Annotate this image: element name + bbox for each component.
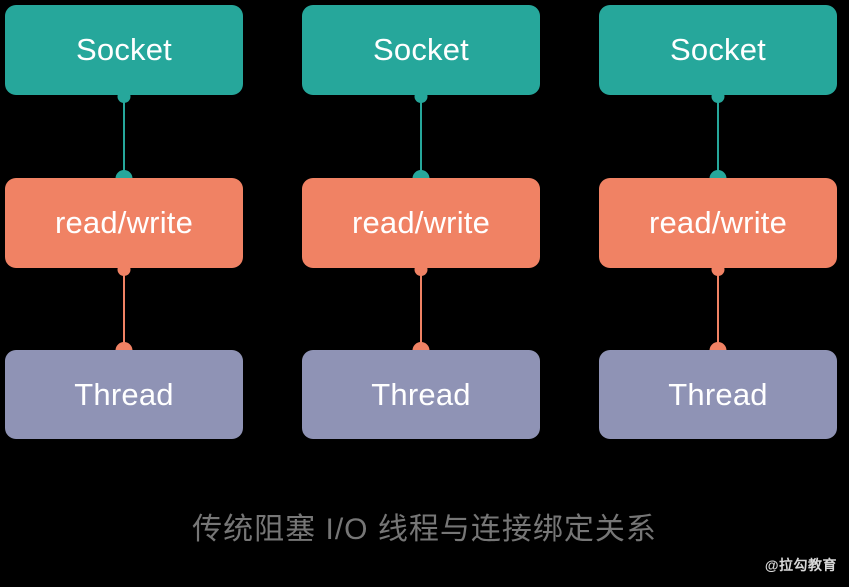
thread-node-1[interactable]: Thread [5, 350, 243, 439]
edge-socket-to-readwrite-3 [707, 90, 729, 187]
read-write-node-2[interactable]: read/write [302, 178, 540, 268]
read-write-node-1[interactable]: read/write [5, 178, 243, 268]
edge-line [420, 268, 422, 350]
edge-readwrite-to-thread-1 [113, 263, 135, 359]
connection-column-2: Socket read/write Thread [302, 0, 540, 440]
edge-line [420, 95, 422, 178]
edge-readwrite-to-thread-3 [707, 263, 729, 359]
diagram-caption: 传统阻塞 I/O 线程与连接绑定关系 [192, 513, 657, 546]
edge-line [717, 95, 719, 178]
socket-node-1[interactable]: Socket [5, 5, 243, 95]
edge-line [123, 268, 125, 350]
thread-node-2[interactable]: Thread [302, 350, 540, 439]
edge-line [123, 95, 125, 178]
socket-node-3[interactable]: Socket [599, 5, 837, 95]
watermark-label: @拉勾教育 [764, 557, 837, 573]
read-write-node-3[interactable]: read/write [599, 178, 837, 268]
edge-readwrite-to-thread-2 [410, 263, 432, 359]
edge-socket-to-readwrite-1 [113, 90, 135, 187]
edge-socket-to-readwrite-2 [410, 90, 432, 187]
edge-line [717, 268, 719, 350]
thread-node-3[interactable]: Thread [599, 350, 837, 439]
connection-column-1: Socket read/write Thread [5, 0, 243, 440]
socket-node-2[interactable]: Socket [302, 5, 540, 95]
connection-column-3: Socket read/write Thread [599, 0, 837, 440]
